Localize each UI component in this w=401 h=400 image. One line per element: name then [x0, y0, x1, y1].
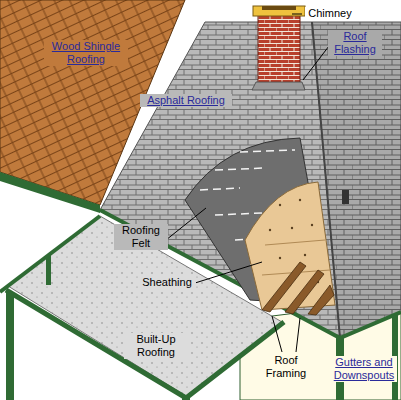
- felt-label: Roofing Felt: [114, 224, 168, 250]
- flashing-label: Roof Flashing: [328, 30, 382, 56]
- chimney-label: Chimney: [305, 7, 355, 20]
- built-up-label: Built-Up Roofing: [124, 333, 188, 359]
- sheathing-label: Sheathing: [138, 276, 196, 289]
- asphalt-label: Asphalt Roofing: [140, 94, 232, 107]
- gutters-label: Gutters and Downspouts: [331, 356, 397, 382]
- framing-label: Roof Framing: [258, 354, 314, 380]
- wood-shingle-label: Wood Shingle Roofing: [44, 40, 128, 66]
